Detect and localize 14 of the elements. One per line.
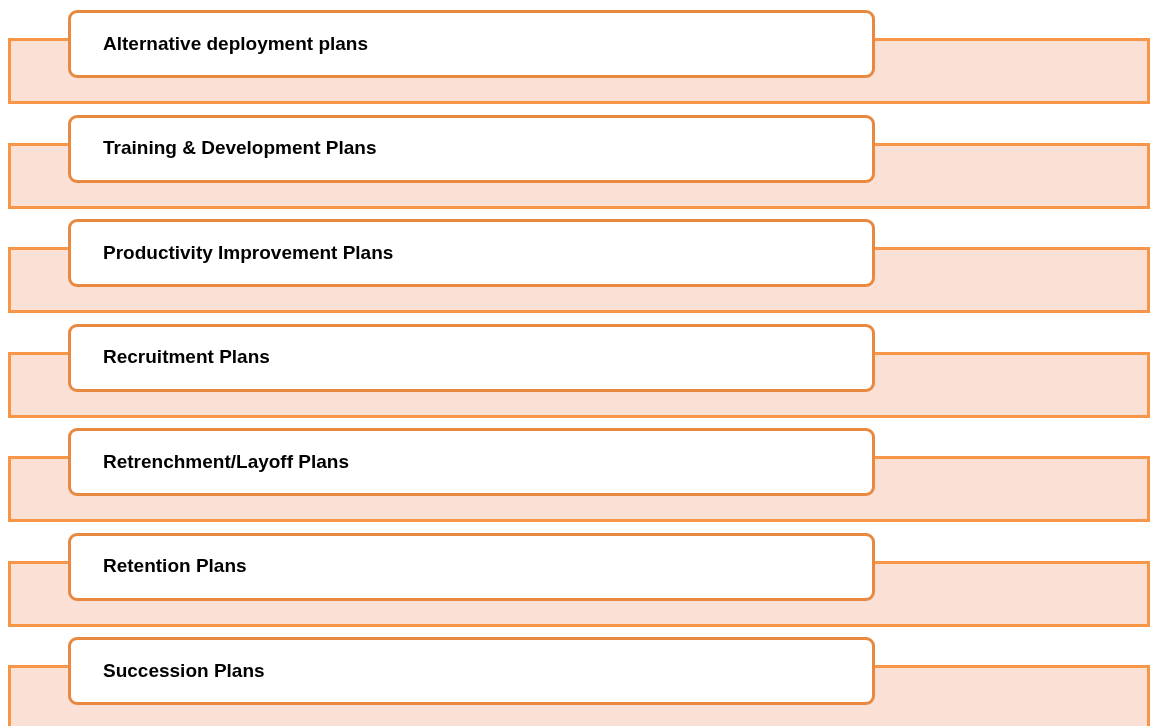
plan-label: Productivity Improvement Plans [103, 240, 395, 265]
plan-box [68, 219, 875, 287]
plan-label: Recruitment Plans [103, 345, 271, 370]
plan-label: Retrenchment/Layoff Plans [103, 449, 350, 474]
plan-label: Alternative deployment plans [103, 31, 369, 56]
plan-label: Succession Plans [103, 658, 266, 683]
plan-box [68, 428, 875, 496]
plan-box [68, 114, 875, 183]
plan-label: Training & Development Plans [103, 136, 378, 161]
plan-box [68, 637, 875, 705]
plan-box [68, 532, 875, 601]
plan-box [68, 323, 875, 392]
plan-label: Retention Plans [103, 554, 248, 579]
plan-box [68, 10, 875, 78]
